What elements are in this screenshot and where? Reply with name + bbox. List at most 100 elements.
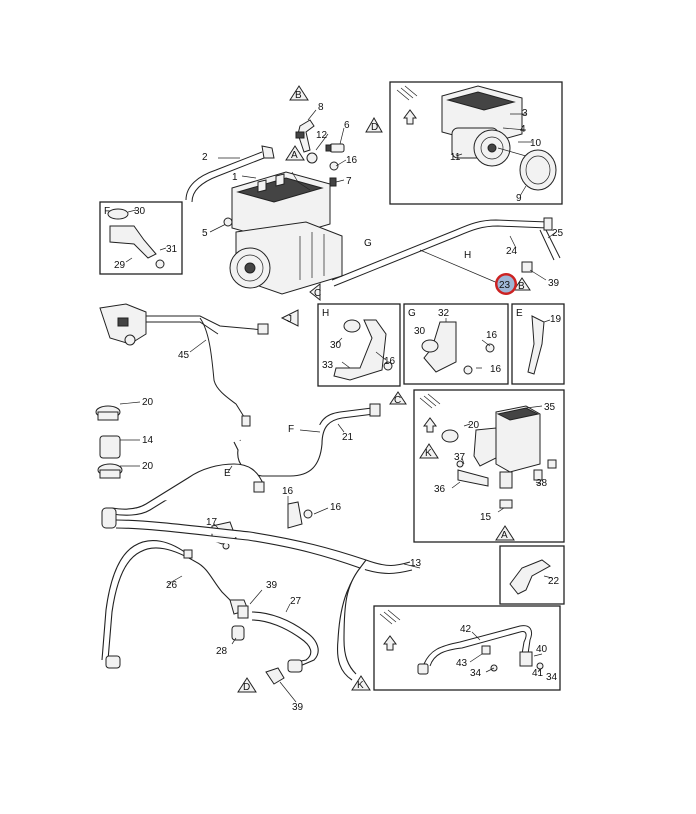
callout-40: 40 <box>536 644 548 655</box>
callout-39b: 39 <box>266 580 278 591</box>
marker-C-low: C <box>389 391 407 406</box>
orientation-icon-2 <box>419 393 441 433</box>
callout-4: 4 <box>520 124 526 135</box>
callout-16e: 16 <box>282 486 294 497</box>
callout-26: 26 <box>166 580 178 591</box>
label-G: G <box>364 238 372 249</box>
callout-29: 29 <box>114 260 126 271</box>
callout-41: 41 <box>532 668 544 679</box>
svg-text:B: B <box>295 90 302 101</box>
callout-22: 22 <box>548 576 560 587</box>
marker-A-top: A <box>285 145 305 161</box>
callout-42: 42 <box>460 624 472 635</box>
compressor-detail <box>441 85 541 167</box>
gasket <box>519 149 557 191</box>
callout-23: 23 <box>499 280 511 291</box>
svg-text:H: H <box>322 308 329 319</box>
callout-5: 5 <box>202 228 208 239</box>
hose-26 <box>101 540 233 669</box>
pipe-G <box>331 217 561 287</box>
left-clamps <box>95 401 141 479</box>
callout-17: 17 <box>206 517 218 528</box>
callout-2: 2 <box>202 152 208 163</box>
callout-19: 19 <box>550 314 562 325</box>
callout-10: 10 <box>530 138 542 149</box>
svg-text:C: C <box>314 288 321 299</box>
callout-31: 31 <box>166 244 178 255</box>
callout-35: 35 <box>544 402 556 413</box>
marker-B-top: B <box>289 85 309 101</box>
valve-harness <box>99 303 269 427</box>
callout-36: 36 <box>434 484 446 495</box>
callout-11: 11 <box>450 152 461 163</box>
inset-pipe-42 <box>373 605 561 691</box>
label-F: F <box>288 424 294 435</box>
callout-45: 45 <box>178 350 190 361</box>
callout-14: 14 <box>142 435 154 446</box>
inset-G: G 32 30 16 16 <box>403 303 509 385</box>
callout-6: 6 <box>344 120 350 131</box>
callout-37: 37 <box>454 452 466 463</box>
callout-1: 1 <box>232 172 238 183</box>
svg-text:K: K <box>357 680 364 691</box>
inset-reservoir: K A <box>413 389 565 543</box>
svg-text:A: A <box>501 530 508 541</box>
air-compressor <box>229 171 343 295</box>
marker-K-bottom: K <box>351 675 371 691</box>
svg-text:A: A <box>291 150 298 161</box>
marker-D-top: D <box>365 116 383 133</box>
callout-34b: 34 <box>546 672 558 683</box>
callout-16: 16 <box>346 155 358 166</box>
callout-24: 24 <box>506 246 518 257</box>
svg-text:B: B <box>518 281 525 292</box>
inset-compressor: 3 4 10 11 9 <box>389 81 563 205</box>
orientation-icon-3 <box>379 609 401 651</box>
callout-30a: 30 <box>134 206 146 217</box>
hose-13 <box>115 519 421 681</box>
callout-30b: 30 <box>330 340 342 351</box>
fitting-39-bottom <box>265 667 297 703</box>
callout-39a: 39 <box>548 278 560 289</box>
callout-16d: 16 <box>490 364 502 375</box>
label-H: H <box>464 250 471 261</box>
callout-13: 13 <box>410 558 422 569</box>
callout-21: 21 <box>342 432 354 443</box>
marker-K-inset: K <box>419 443 439 459</box>
callout-9: 9 <box>516 193 522 204</box>
marker-J: J <box>280 309 299 327</box>
callout-16c: 16 <box>486 330 498 341</box>
bracket-16 <box>287 496 329 529</box>
callout-25: 25 <box>552 228 564 239</box>
inset-F: F 30 31 29 <box>99 201 183 275</box>
callout-34a: 34 <box>470 668 482 679</box>
svg-text:D: D <box>371 122 378 133</box>
callout-12: 12 <box>316 130 328 141</box>
marker-C-mid: C <box>309 282 321 302</box>
callout-28: 28 <box>216 646 228 657</box>
callout-7: 7 <box>346 176 352 187</box>
fittings-top <box>185 109 347 203</box>
callout-16f: 16 <box>330 502 342 513</box>
callout-39c: 39 <box>292 702 304 713</box>
svg-text:D: D <box>243 682 250 693</box>
callout-30c: 30 <box>414 326 426 337</box>
inset-22: 22 <box>499 545 565 605</box>
callout-32: 32 <box>438 308 450 319</box>
svg-text:F: F <box>104 206 110 217</box>
callout-3: 3 <box>522 108 528 119</box>
svg-text:G: G <box>408 308 416 319</box>
marker-B-mid: B <box>513 277 531 292</box>
callout-38: 38 <box>536 478 548 489</box>
callout-15: 15 <box>480 512 492 523</box>
marker-A-inset: A <box>495 525 515 541</box>
fitting-39-27-28 <box>229 589 319 673</box>
inset-H: H 30 16 33 <box>317 303 401 387</box>
label-E: E <box>224 468 231 479</box>
inset-E: E 19 <box>511 303 565 385</box>
hose-E <box>101 463 265 529</box>
svg-text:C: C <box>394 395 401 406</box>
svg-text:J: J <box>287 314 292 325</box>
callout-43: 43 <box>456 658 468 669</box>
callout-20a: 20 <box>142 397 154 408</box>
